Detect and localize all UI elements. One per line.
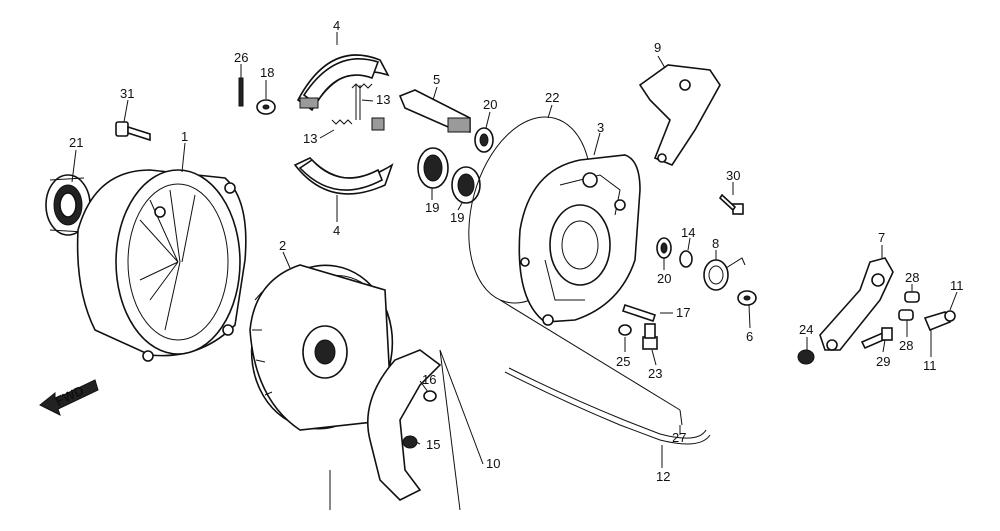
- part-labels: 21 1 31 26 18 4 13 13 4 5 20 22 3 9 30 1…: [69, 18, 964, 484]
- part-13-spring-lower: [331, 119, 353, 125]
- label-4-top: 4: [333, 18, 340, 33]
- part-1-housing: [76, 169, 247, 362]
- part-4-brake-shoe-upper: [296, 54, 390, 112]
- part-5-camshaft: [398, 89, 471, 133]
- part-8-return-spring: [703, 257, 746, 291]
- part-13-spring-upper: [351, 83, 373, 120]
- label-13-upper: 13: [376, 92, 390, 107]
- part-30-bolt: [718, 193, 744, 215]
- part-15-nut: [402, 435, 418, 449]
- label-27: 27: [672, 430, 686, 445]
- label-28-upper: 28: [905, 270, 919, 285]
- label-13-lower: 13: [303, 131, 317, 146]
- label-7: 7: [878, 230, 885, 245]
- label-14: 14: [681, 225, 695, 240]
- part-28-collar-upper: [904, 291, 920, 303]
- label-3: 3: [597, 120, 604, 135]
- label-28-lower: 28: [899, 338, 913, 353]
- label-24: 24: [799, 322, 813, 337]
- part-31-bolt: [115, 121, 151, 142]
- part-23-bolt: [642, 323, 658, 350]
- label-22: 22: [545, 90, 559, 105]
- label-19-right: 19: [450, 210, 464, 225]
- label-29: 29: [876, 354, 890, 369]
- part-29-bolt: [860, 327, 893, 350]
- label-16: 16: [422, 372, 436, 387]
- part-12-cable: [504, 367, 711, 445]
- label-10: 10: [486, 456, 500, 471]
- label-21: 21: [69, 135, 83, 150]
- part-17-stud: [621, 303, 657, 323]
- part-26-pin: [238, 77, 244, 107]
- part-10-guard: [367, 349, 442, 501]
- label-5: 5: [433, 72, 440, 87]
- label-1: 1: [181, 129, 188, 144]
- part-6-washer: [737, 290, 757, 306]
- part-25-washer: [618, 324, 632, 336]
- label-19-left: 19: [425, 200, 439, 215]
- label-11-lower: 11: [923, 358, 937, 373]
- part-7-brake-arm: [819, 257, 894, 351]
- part-16-bolt: [423, 390, 437, 402]
- label-11-upper: 11: [950, 278, 964, 293]
- label-2: 2: [279, 238, 286, 253]
- part-4-brake-shoe-lower: [293, 117, 394, 195]
- label-26: 26: [234, 50, 248, 65]
- label-18: 18: [260, 65, 274, 80]
- label-23: 23: [648, 366, 662, 381]
- label-20-lower: 20: [657, 271, 671, 286]
- part-11-pin: [923, 310, 956, 332]
- part-3-brake-panel: [518, 154, 641, 326]
- part-18-washer: [256, 99, 276, 115]
- label-17: 17: [676, 305, 690, 320]
- label-15: 15: [426, 437, 440, 452]
- label-20-upper: 20: [483, 97, 497, 112]
- part-20-seal-upper: [474, 127, 494, 153]
- label-30: 30: [726, 168, 740, 183]
- part-28-collar-lower: [898, 309, 914, 321]
- label-9: 9: [654, 40, 661, 55]
- label-8: 8: [712, 236, 719, 251]
- label-12: 12: [656, 469, 670, 484]
- fwd-label: FWD: [53, 383, 86, 409]
- part-9-bracket: [638, 64, 721, 166]
- part-24-nut: [797, 349, 815, 365]
- label-4-bottom: 4: [333, 223, 340, 238]
- label-6: 6: [746, 329, 753, 344]
- label-31: 31: [120, 86, 134, 101]
- part-14-washer: [679, 250, 693, 268]
- part-21-bearing: [45, 174, 91, 236]
- part-19-bearing-right: [451, 166, 481, 204]
- label-25: 25: [616, 354, 630, 369]
- leader-lines: [71, 32, 958, 511]
- fwd-arrow-icon: FWD: [39, 379, 99, 416]
- part-19-bearing-left: [417, 147, 449, 189]
- part-2-brake-drum: [249, 264, 394, 431]
- part-20-seal-lower: [656, 237, 672, 259]
